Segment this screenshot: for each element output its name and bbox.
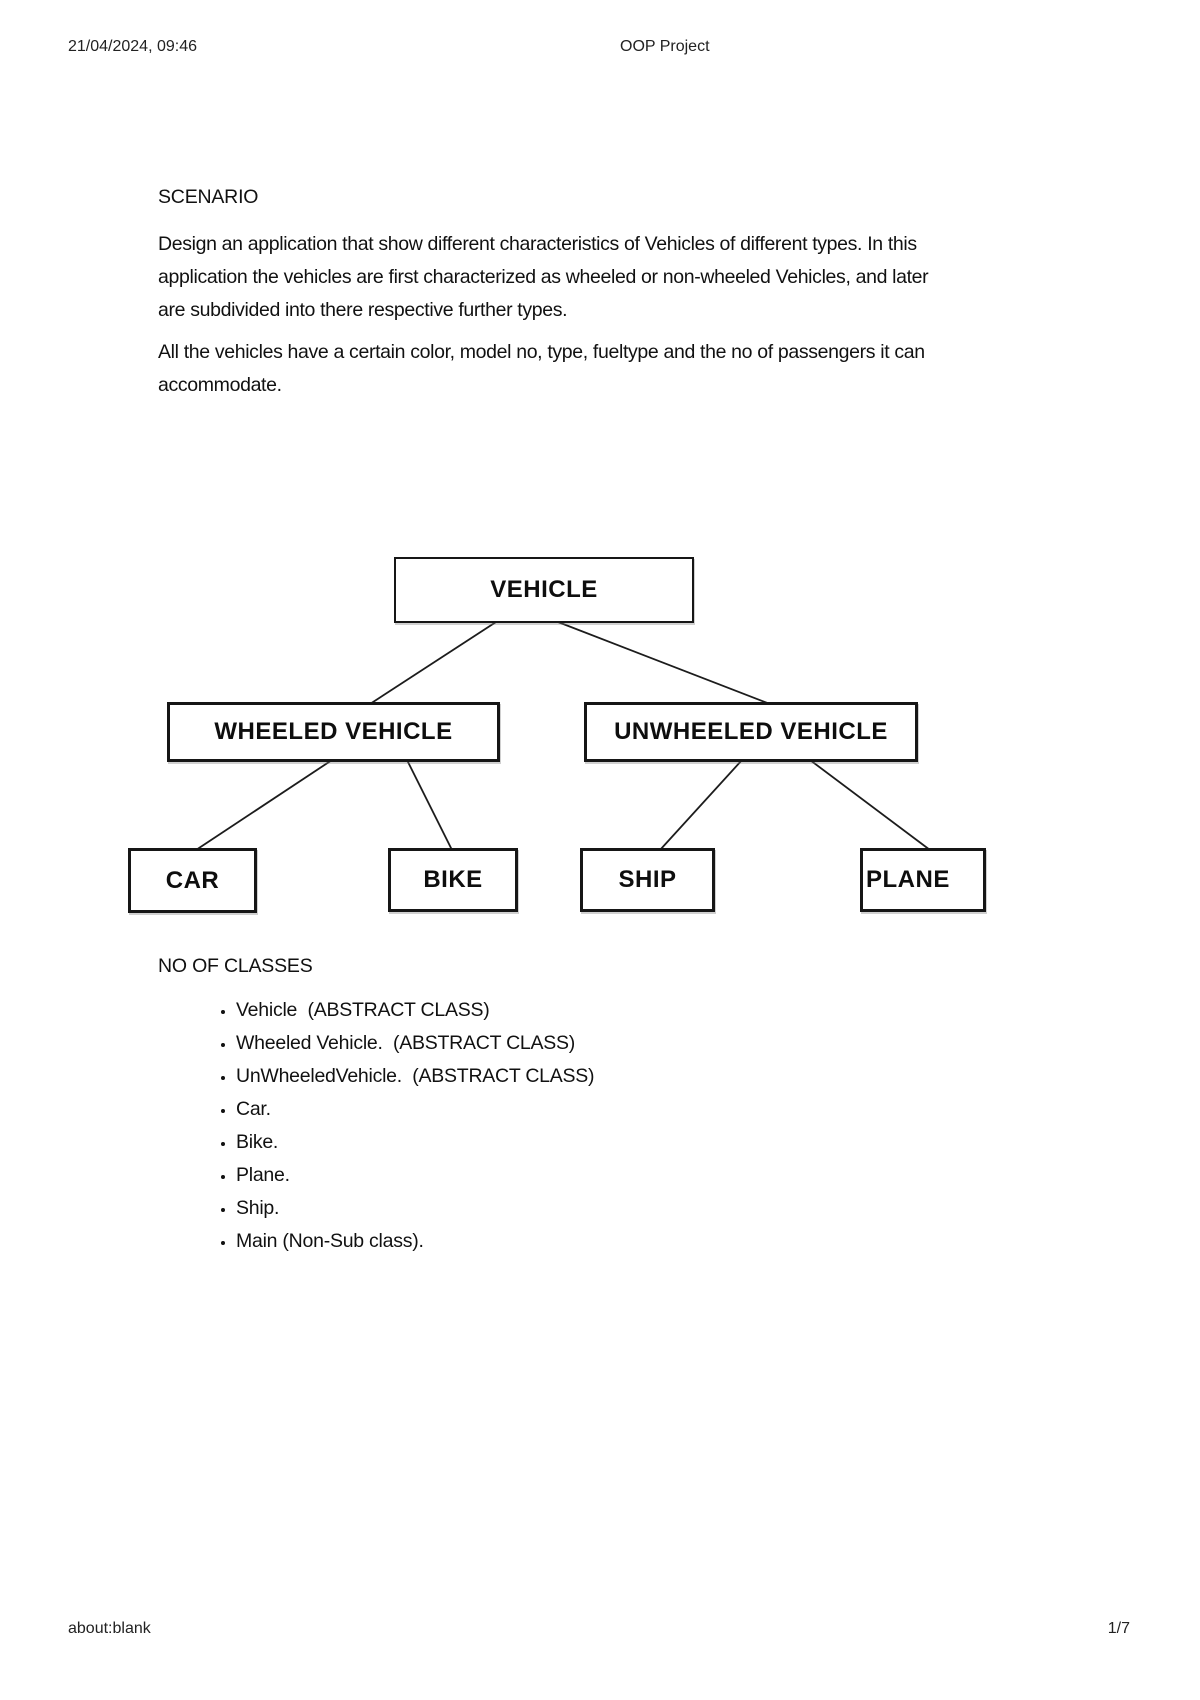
footer-page-number: 1/7: [1107, 1620, 1130, 1637]
classes-list: Vehicle (ABSTRACT CLASS) Wheeled Vehicle…: [158, 994, 595, 1258]
edge-wheeled-car: [195, 759, 333, 851]
diagram-node-plane: PLANE: [860, 848, 986, 912]
diagram-node-unwheeled-vehicle: UNWHEELED VEHICLE: [584, 702, 918, 762]
diagram-node-ship: SHIP: [580, 848, 715, 912]
scenario-heading: SCENARIO: [158, 186, 259, 208]
header-doc-title: OOP Project: [620, 38, 710, 55]
diagram-node-label: SHIP: [618, 866, 677, 893]
class-list-item-car: Car.: [236, 1093, 594, 1126]
diagram-node-car: CAR: [128, 848, 257, 913]
edge-wheeled-bike: [406, 759, 453, 851]
scenario-paragraph-1: Design an application that show differen…: [158, 233, 929, 321]
class-list-item-wheeled-vehicle: Wheeled Vehicle. (ABSTRACT CLASS): [236, 1027, 594, 1060]
diagram-node-label: WHEELED VEHICLE: [214, 718, 453, 745]
class-list-item-main: Main (Non-Sub class).: [236, 1225, 594, 1258]
edge-unwheeled-ship: [659, 759, 743, 851]
edge-vehicle-wheeled: [369, 621, 497, 705]
edge-vehicle-unwheeled: [557, 621, 771, 705]
edge-unwheeled-plane: [809, 759, 931, 851]
diagram-node-label: PLANE: [866, 866, 950, 893]
diagram-node-label: UNWHEELED VEHICLE: [614, 718, 888, 745]
diagram-node-label: BIKE: [423, 866, 483, 893]
diagram-node-bike: BIKE: [388, 848, 518, 912]
diagram-node-vehicle: VEHICLE: [394, 557, 694, 623]
class-list-item-unwheeled-vehicle: UnWheeledVehicle. (ABSTRACT CLASS): [236, 1060, 595, 1093]
class-list-item-plane: Plane.: [236, 1159, 594, 1192]
header-datetime: 21/04/2024, 09:46: [68, 38, 198, 55]
class-list-item-vehicle: Vehicle (ABSTRACT CLASS): [236, 994, 594, 1027]
diagram-node-wheeled-vehicle: WHEELED VEHICLE: [167, 702, 500, 762]
class-list-item-ship: Ship.: [236, 1192, 594, 1225]
class-list-item-bike: Bike.: [236, 1126, 594, 1159]
footer-url: about:blank: [68, 1620, 151, 1637]
diagram-node-label: CAR: [165, 866, 220, 894]
classes-heading: NO OF CLASSES: [158, 955, 313, 977]
diagram-node-label: VEHICLE: [490, 576, 598, 603]
scenario-paragraph-2: All the vehicles have a certain color, m…: [158, 341, 925, 396]
